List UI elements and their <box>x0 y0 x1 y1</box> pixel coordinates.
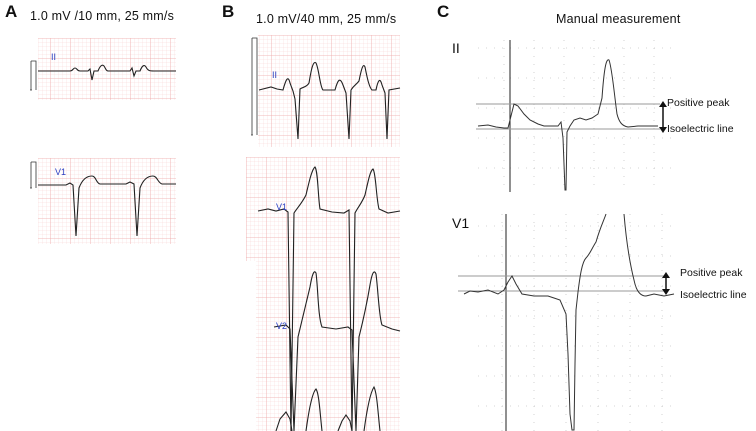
panel-letter-b: B <box>222 2 235 21</box>
panel-c-lead-ii-label: II <box>452 40 460 56</box>
panel-c-lead-v1-label: V1 <box>452 215 470 231</box>
panel-b-lead-ii-label: II <box>272 70 278 80</box>
panel-c-v1-isoelectric-line-label: Isoelectric line <box>680 289 747 301</box>
panel-c-title: Manual measurement <box>556 12 681 26</box>
panel-b-lead-v1-label: V1 <box>276 202 288 212</box>
panel-a-strip-ii <box>30 38 176 100</box>
panel-a-header: 1.0 mV /10 mm, 25 mm/s <box>30 9 175 23</box>
positive-peak-arrow-v1 <box>662 272 670 295</box>
panel-c-lead-v1-measurement <box>458 213 678 431</box>
panel-a-strip-v1 <box>30 158 176 244</box>
panel-c-ii-isoelectric-line-label: Isoelectric line <box>667 123 734 135</box>
panel-letter-a: A <box>5 2 18 21</box>
panel-b-strip-v1-v2 <box>246 157 401 431</box>
positive-peak-arrow-ii <box>659 101 667 133</box>
panel-c-lead-ii-measurement <box>476 40 678 192</box>
panel-c-v1-positive-peak-label: Positive peak <box>680 267 743 279</box>
panel-b-header: 1.0 mV/40 mm, 25 mm/s <box>256 12 397 26</box>
panel-letter-c: C <box>437 2 450 21</box>
panel-b-strip-ii <box>251 35 401 147</box>
panel-a-lead-ii-label: II <box>51 52 57 62</box>
panel-b-lead-v2-label: V2 <box>276 321 288 331</box>
panel-c-ii-positive-peak-label: Positive peak <box>667 97 730 109</box>
panel-a-lead-v1-label: V1 <box>55 167 67 177</box>
